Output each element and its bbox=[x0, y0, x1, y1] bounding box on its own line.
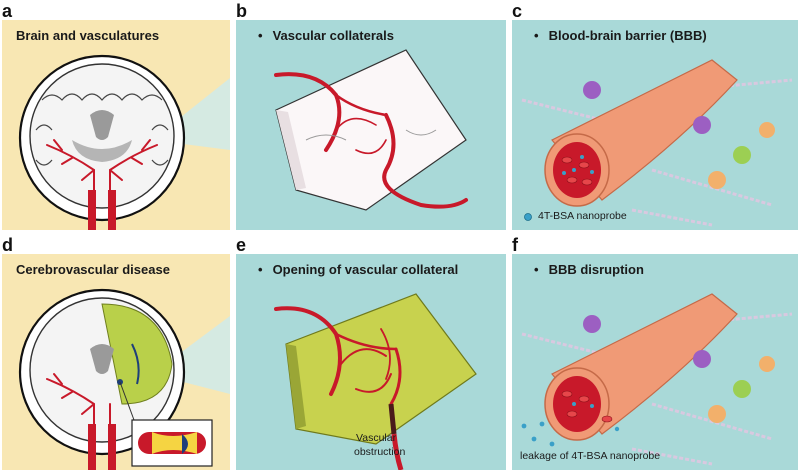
panel-f-legend-label: leakage of 4T-BSA nanoprobe bbox=[520, 450, 661, 462]
panel-b: Vascular collaterals bbox=[236, 20, 506, 230]
bbb-illustration bbox=[521, 59, 793, 227]
panel-b-letter: b bbox=[236, 1, 247, 21]
panel-b-title: Vascular collaterals bbox=[258, 28, 394, 43]
panel-e-label-line1: Vascular bbox=[356, 432, 397, 444]
panel-e-letter: e bbox=[236, 235, 247, 255]
panel-f: BBB disruption bbox=[512, 254, 798, 470]
panel-f-letter: f bbox=[512, 235, 518, 255]
panel-a: Brain and vasculatures bbox=[2, 20, 230, 230]
panel-e-label-line2: obstruction bbox=[354, 446, 406, 458]
panel-d-title: Cerebrovascular disease bbox=[16, 262, 170, 277]
panel-f-title: BBB disruption bbox=[534, 262, 644, 277]
brain-disease-illustration bbox=[18, 288, 230, 470]
panel-c-letter: c bbox=[512, 1, 523, 21]
panel-c: Blood-brain barrier (BBB) bbox=[512, 20, 798, 230]
panel-a-letter: a bbox=[2, 1, 13, 21]
collateral-opening-illustration bbox=[274, 293, 477, 470]
panel-d-letter: d bbox=[2, 235, 13, 255]
bbb-disruption-illustration bbox=[521, 293, 793, 466]
panel-c-title: Blood-brain barrier (BBB) bbox=[534, 28, 707, 43]
panel-d: Cerebrovascular disease bbox=[2, 254, 230, 470]
panel-c-legend-label: 4T-BSA nanoprobe bbox=[538, 210, 627, 222]
panel-e: Opening of vascular collateral Vascular … bbox=[236, 254, 506, 470]
panel-a-title: Brain and vasculatures bbox=[16, 28, 160, 43]
brain-normal-illustration bbox=[18, 54, 230, 230]
vascular-collaterals-illustration bbox=[274, 49, 468, 211]
panel-e-title: Opening of vascular collateral bbox=[258, 262, 459, 277]
